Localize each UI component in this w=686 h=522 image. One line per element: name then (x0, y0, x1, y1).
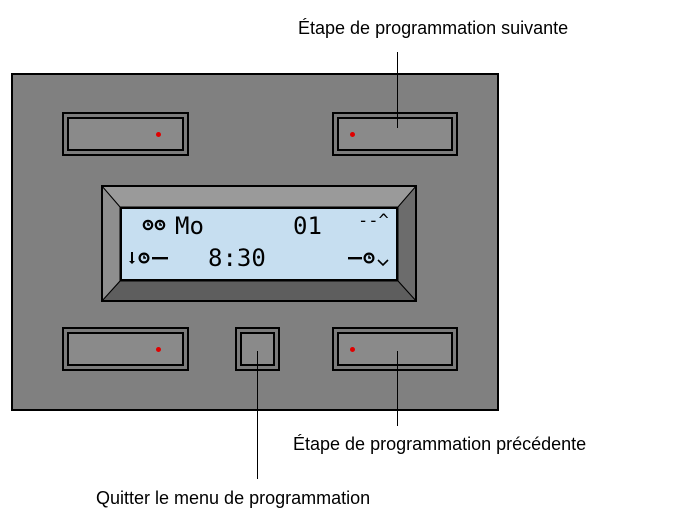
leader-next-step (397, 52, 398, 128)
switch-off-down-icon (348, 252, 389, 267)
callout-exit-menu: Quitter le menu de programmation (96, 488, 371, 508)
led-indicator (350, 132, 355, 137)
led-indicator (350, 347, 355, 352)
lcd-time: 8:30 (208, 244, 266, 272)
previous-step-button[interactable] (332, 327, 458, 371)
callout-previous-step: Étape de programmation précédente (293, 434, 587, 454)
led-indicator (156, 132, 161, 137)
callout-next-step: Étape de programmation suivante (298, 18, 569, 38)
lcd-display: Mo 01 --^ 8:30 (120, 207, 398, 281)
top-left-button[interactable] (62, 112, 189, 156)
lcd-program-number: 01 (293, 212, 322, 240)
next-step-button[interactable] (332, 112, 458, 156)
lcd-day: Mo (175, 212, 204, 240)
program-clock-icon (142, 219, 166, 231)
lcd-up-arrow: --^ (358, 211, 389, 231)
leader-previous-step (397, 351, 398, 426)
leader-exit-menu (257, 351, 258, 479)
bottom-left-button[interactable] (62, 327, 189, 371)
display-bezel (101, 185, 417, 302)
led-indicator (156, 347, 161, 352)
switch-on-clock-icon (129, 252, 168, 264)
